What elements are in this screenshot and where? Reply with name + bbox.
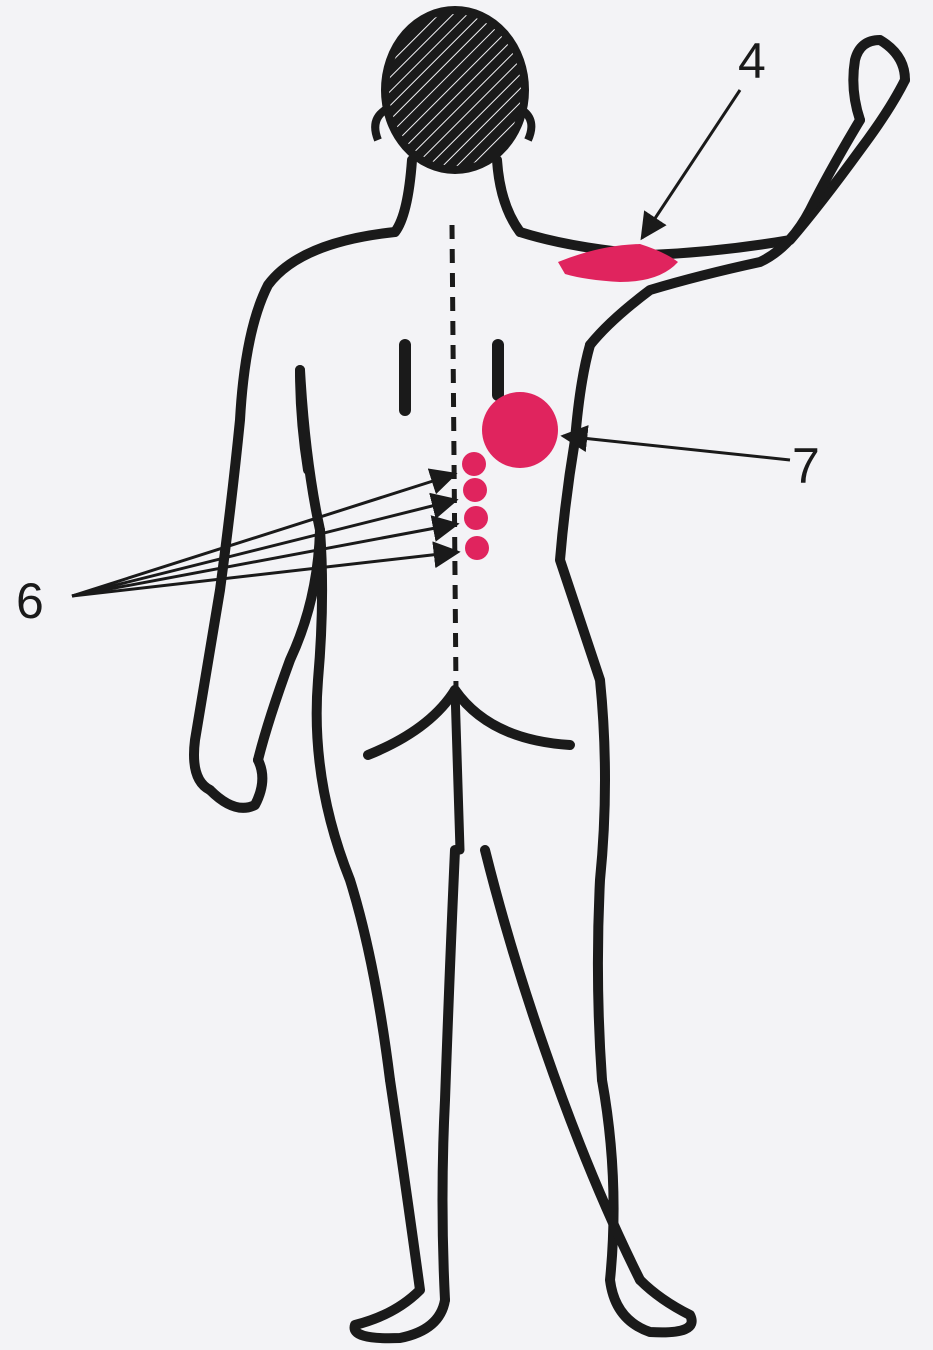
head bbox=[375, 10, 531, 170]
label-4: 4 bbox=[738, 33, 766, 89]
spine-point-1 bbox=[462, 452, 486, 476]
arrow-7 bbox=[563, 436, 790, 460]
spine-point-3 bbox=[464, 506, 488, 530]
label-6: 6 bbox=[16, 573, 44, 629]
spine-point-4 bbox=[465, 536, 489, 560]
body-outline bbox=[194, 40, 905, 1338]
arrow-4 bbox=[642, 90, 740, 238]
back-marker bbox=[482, 392, 558, 468]
label-7: 7 bbox=[792, 438, 820, 494]
spine-line bbox=[452, 225, 456, 690]
arrow-6b bbox=[72, 500, 456, 596]
spine-point-2 bbox=[463, 478, 487, 502]
